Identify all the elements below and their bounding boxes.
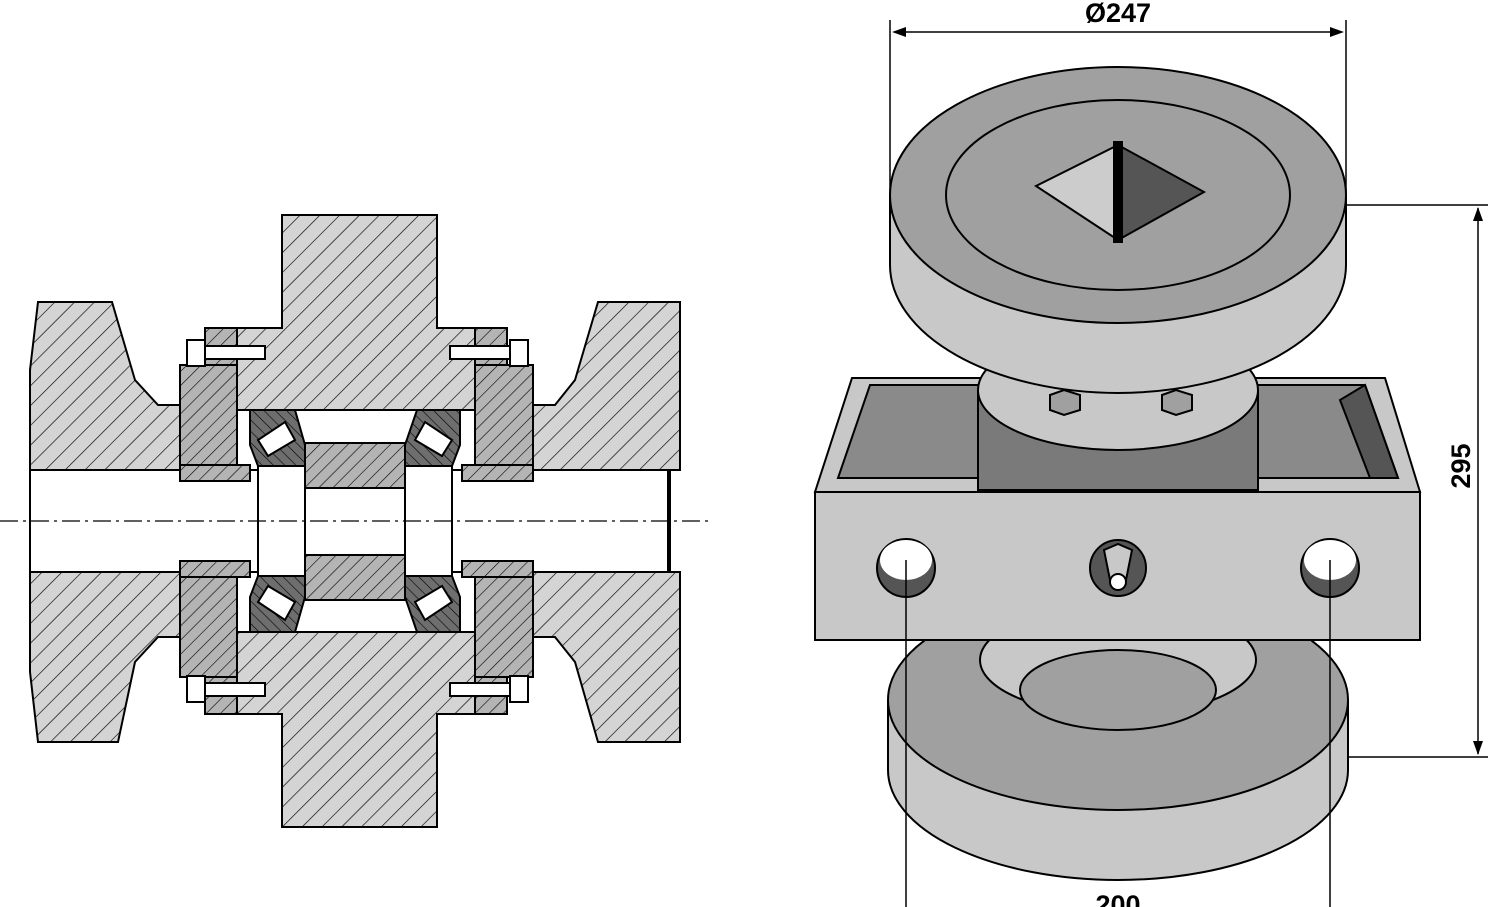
square-drive-icon — [1034, 141, 1207, 243]
left-wheel-bottom — [29, 571, 181, 743]
tapered-roller-bearing-right — [404, 409, 461, 633]
right-wheel-bottom — [532, 571, 681, 743]
tapered-roller-bearing-left — [249, 409, 306, 633]
hub-top — [236, 214, 476, 411]
left-flange-bottom — [179, 576, 238, 678]
height-label: 295 — [1446, 443, 1476, 488]
hub-bottom — [236, 631, 476, 828]
perspective-view: Ø247 295 200 — [813, 0, 1488, 907]
hole-spacing-label: 200 — [1095, 890, 1140, 907]
grease-nipple-icon — [1089, 539, 1147, 597]
diameter-label: Ø247 — [1085, 0, 1151, 28]
dimension-lines — [889, 20, 1488, 907]
cross-section-view — [0, 214, 712, 828]
right-wheel-top — [532, 301, 681, 471]
spacer-top — [304, 442, 406, 489]
nut-icon — [1049, 388, 1193, 417]
right-flange-bottom — [474, 576, 534, 678]
left-flange-top — [179, 364, 238, 466]
left-wheel-top — [29, 301, 181, 471]
right-flange-top — [474, 364, 534, 466]
bolt — [186, 339, 529, 703]
spacer-bottom — [304, 554, 406, 601]
